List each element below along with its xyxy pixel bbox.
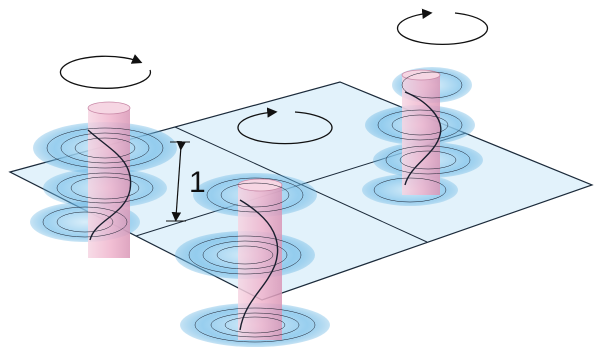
helix-right bbox=[362, 67, 483, 206]
rotation-arrow-icon bbox=[237, 107, 333, 145]
rotation-arrow-icon bbox=[59, 54, 152, 89]
helix-center bbox=[175, 173, 330, 347]
height-label: 1 bbox=[189, 166, 206, 199]
dimension-arrow-icon bbox=[166, 140, 190, 222]
rotation-arrow-icon bbox=[396, 8, 489, 45]
helix-left bbox=[30, 101, 177, 258]
